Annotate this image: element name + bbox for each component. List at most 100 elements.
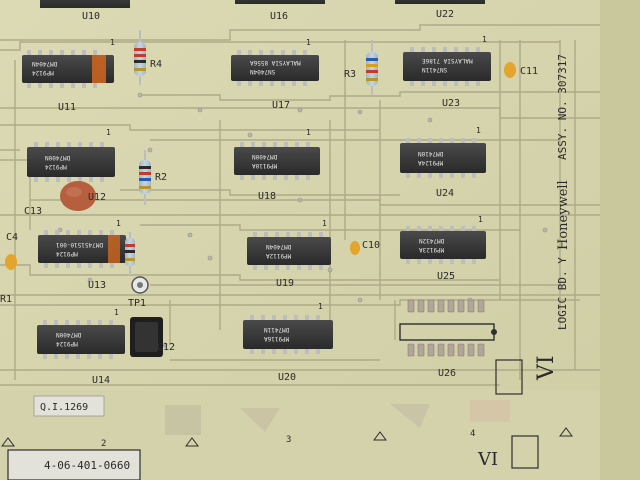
label-r2: R2 bbox=[155, 172, 167, 183]
label-u22: U22 bbox=[436, 9, 454, 20]
chip-u18-line1: MP9110A bbox=[252, 162, 278, 169]
label-u25: U25 bbox=[437, 271, 455, 282]
part-number-sticker bbox=[7, 449, 141, 480]
pin1-u23: 1 bbox=[482, 35, 487, 44]
label-u26: U26 bbox=[438, 368, 456, 379]
pin1-u18: 1 bbox=[306, 128, 311, 137]
pin1-u14: 1 bbox=[114, 308, 119, 317]
resistor-r2 bbox=[139, 150, 151, 205]
label-r1: R1 bbox=[0, 294, 12, 305]
resistor-r4 bbox=[134, 30, 146, 85]
chip-u24-line2: DM7410N bbox=[418, 150, 444, 157]
label-c11: C11 bbox=[520, 66, 538, 77]
roman-box-small bbox=[511, 435, 539, 469]
chip-u23: SN7411N MALAYSIA 7186E bbox=[403, 47, 491, 86]
chip-u13-line2: DM7451510-001 bbox=[56, 241, 103, 248]
label-c13: C13 bbox=[24, 206, 42, 217]
edge-markers bbox=[1, 427, 573, 447]
chip-u18-line2: DM7400N bbox=[252, 153, 278, 160]
chip-top-mid bbox=[235, 0, 325, 4]
assembly-number-label: ASSY. NO. 307317 bbox=[556, 54, 569, 160]
chip-u11-line1: MP9124 bbox=[32, 69, 54, 76]
label-u17: U17 bbox=[272, 100, 290, 111]
label-u20: U20 bbox=[278, 372, 296, 383]
chip-u13-line1: MP9124 bbox=[56, 250, 78, 257]
resistor-r3 bbox=[366, 40, 378, 95]
chip-u13: MP9124 DM7451510-001 bbox=[38, 230, 126, 268]
chip-u23-line1: SN7411N bbox=[422, 66, 448, 73]
label-c10: C10 bbox=[362, 240, 380, 251]
capacitor-c13 bbox=[60, 181, 96, 211]
label-u10: U10 bbox=[82, 11, 100, 22]
pin1-u24: 1 bbox=[476, 126, 481, 135]
label-r4: R4 bbox=[150, 59, 162, 70]
pin1-u13: 1 bbox=[116, 219, 121, 228]
pin1-u20: 1 bbox=[318, 302, 323, 311]
label-u23: U23 bbox=[442, 98, 460, 109]
qi-sticker bbox=[33, 395, 105, 417]
chip-u12-line1: MP9124 bbox=[45, 163, 67, 170]
chip-u17: SN7404N MALAYSIA 8556A bbox=[231, 50, 319, 86]
chip-u25-line1: MP9123A bbox=[419, 246, 445, 253]
grid-number-2: 2 bbox=[101, 439, 106, 449]
label-c4: C4 bbox=[6, 232, 18, 243]
chip-u18: MP9110A DM7400N bbox=[234, 142, 320, 180]
chip-u19: MP9112A DM7404N bbox=[247, 232, 331, 270]
chip-u14-line2: DM7400N bbox=[56, 331, 82, 338]
chip-u17-line2: MALAYSIA 8556A bbox=[250, 59, 301, 66]
faded-markings bbox=[165, 400, 510, 435]
label-u18: U18 bbox=[258, 191, 276, 202]
label-u14: U14 bbox=[92, 375, 110, 386]
socket-u26 bbox=[399, 299, 497, 357]
capacitor-c4 bbox=[5, 254, 17, 270]
capacitor-c10 bbox=[350, 241, 360, 255]
roman-numeral-main: VI bbox=[534, 355, 559, 381]
resistor-r-u13 bbox=[125, 232, 135, 275]
pin1-u17: 1 bbox=[306, 38, 311, 47]
chip-u11: MP9124 DM7404N bbox=[22, 50, 114, 88]
capacitor-c11 bbox=[504, 62, 516, 78]
chip-u17-line1: SN7404N bbox=[250, 68, 276, 75]
chip-u20-line1: MP9116A bbox=[264, 335, 290, 342]
chip-u24: MP9124A DM7410N bbox=[400, 138, 486, 178]
chip-u24-line1: MP9124A bbox=[418, 159, 444, 166]
label-tp1: TP1 bbox=[128, 298, 146, 309]
label-c12: C12 bbox=[157, 342, 175, 353]
grid-number-3: 3 bbox=[286, 435, 291, 445]
chip-top-right bbox=[395, 0, 485, 4]
chip-u14: MP9124 DM7400N bbox=[37, 320, 125, 359]
label-u16: U16 bbox=[270, 11, 288, 22]
chip-u20: MP9116A DM7411N bbox=[243, 315, 333, 354]
label-u12: U12 bbox=[88, 192, 106, 203]
board-name-label: LOGIC BD. Y bbox=[556, 257, 569, 330]
pin1-u12: 1 bbox=[106, 128, 111, 137]
chip-u23-line2: MALAYSIA 7186E bbox=[422, 57, 473, 64]
copper-traces bbox=[0, 24, 600, 386]
test-point-tp1 bbox=[131, 276, 149, 294]
capacitor-c-u14 bbox=[130, 317, 163, 357]
chip-u19-line2: DM7404N bbox=[266, 243, 292, 250]
label-r3: R3 bbox=[344, 69, 356, 80]
chip-u12-line2: DM7400N bbox=[45, 154, 71, 161]
chip-u19-line1: MP9112A bbox=[266, 252, 292, 259]
roman-box-main bbox=[495, 359, 523, 395]
label-u11: U11 bbox=[58, 102, 76, 113]
board-edge bbox=[600, 0, 640, 480]
roman-numeral-small: VI bbox=[477, 449, 498, 470]
chip-u14-line1: MP9124 bbox=[56, 340, 78, 347]
chip-u20-line2: DM7411N bbox=[264, 326, 290, 333]
chip-u25: MP9123A DM7432N bbox=[400, 226, 486, 264]
brand-label: Honeywell bbox=[556, 180, 571, 250]
label-u24: U24 bbox=[436, 188, 454, 199]
label-u13: U13 bbox=[88, 280, 106, 291]
pin1-u25: 1 bbox=[478, 215, 483, 224]
solder-pads bbox=[57, 92, 548, 348]
chip-u25-line2: DM7432N bbox=[419, 237, 445, 244]
pin1-u11: 1 bbox=[110, 38, 115, 47]
chip-top-left bbox=[40, 0, 130, 8]
chip-u11-line2: DM7404N bbox=[32, 60, 58, 67]
part-number-label: 4-06-401-0660 bbox=[44, 459, 130, 472]
pin1-u19: 1 bbox=[322, 219, 327, 228]
qi-label: Q.I.1269 bbox=[40, 402, 88, 413]
